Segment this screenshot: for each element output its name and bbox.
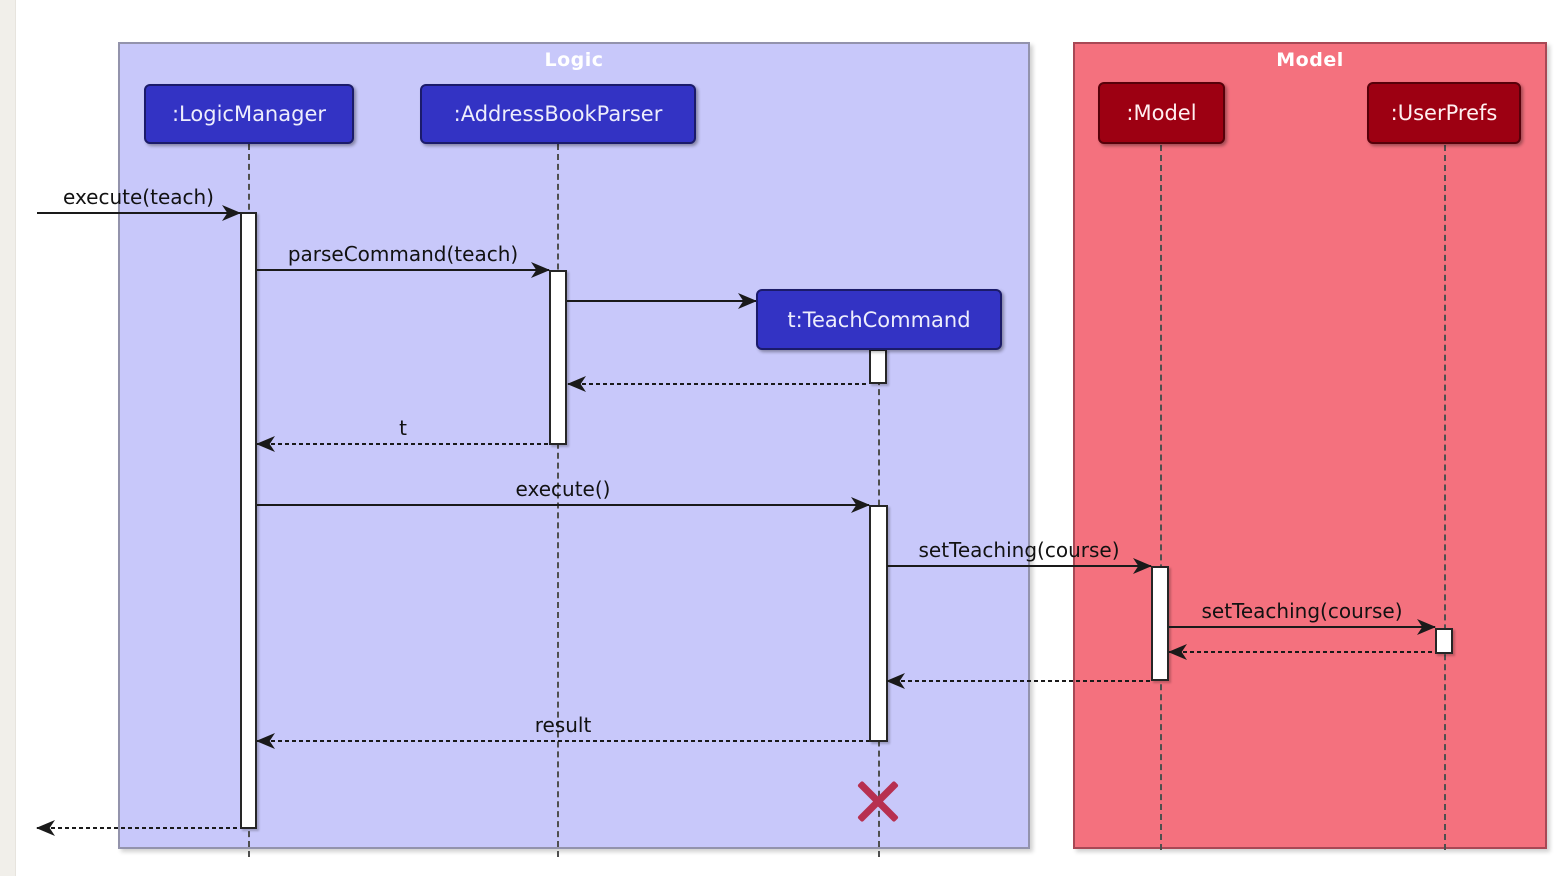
- activation-addressbookparser: [549, 270, 567, 445]
- message-label: parseCommand(teach): [287, 242, 519, 266]
- lifeline-model: [1160, 145, 1162, 850]
- participant-userprefs: :UserPrefs: [1367, 82, 1521, 144]
- message-line: [257, 269, 549, 271]
- logic-frame-title: Logic: [544, 49, 604, 71]
- message-label: setTeaching(course): [918, 538, 1120, 562]
- message-line: [37, 212, 240, 214]
- activation-teachcommand-constructor: [869, 349, 887, 384]
- message-label: result: [534, 713, 592, 737]
- lifeline-addressbookparser: [557, 144, 559, 857]
- destroy-x-icon: [855, 779, 901, 824]
- message-line: [257, 443, 549, 445]
- page-left-margin: [0, 0, 16, 876]
- message-line: [568, 383, 869, 385]
- message-line: [887, 565, 1151, 567]
- activation-model: [1151, 566, 1169, 681]
- message-line: [37, 827, 240, 829]
- message-line: [1169, 626, 1435, 628]
- participant-logicmanager: :LogicManager: [144, 84, 354, 144]
- message-line: [567, 300, 756, 302]
- activation-userprefs: [1435, 628, 1453, 654]
- model-frame-title: Model: [1276, 49, 1344, 71]
- message-line: [257, 740, 869, 742]
- message-label: execute(teach): [63, 185, 214, 209]
- activation-teachcommand-execute: [869, 505, 888, 742]
- message-line: [887, 680, 1151, 682]
- message-label: setTeaching(course): [1201, 599, 1403, 623]
- message-label: t: [399, 416, 407, 440]
- model-frame: Model: [1073, 42, 1547, 849]
- message-line: [257, 504, 869, 506]
- message-line: [1169, 651, 1435, 653]
- message-label: execute(): [515, 477, 611, 501]
- participant-teachcommand: t:TeachCommand: [756, 289, 1002, 350]
- lifeline-userprefs: [1444, 145, 1446, 850]
- participant-addressbookparser: :AddressBookParser: [420, 84, 696, 144]
- activation-logicmanager: [240, 212, 257, 829]
- participant-model: :Model: [1098, 82, 1225, 144]
